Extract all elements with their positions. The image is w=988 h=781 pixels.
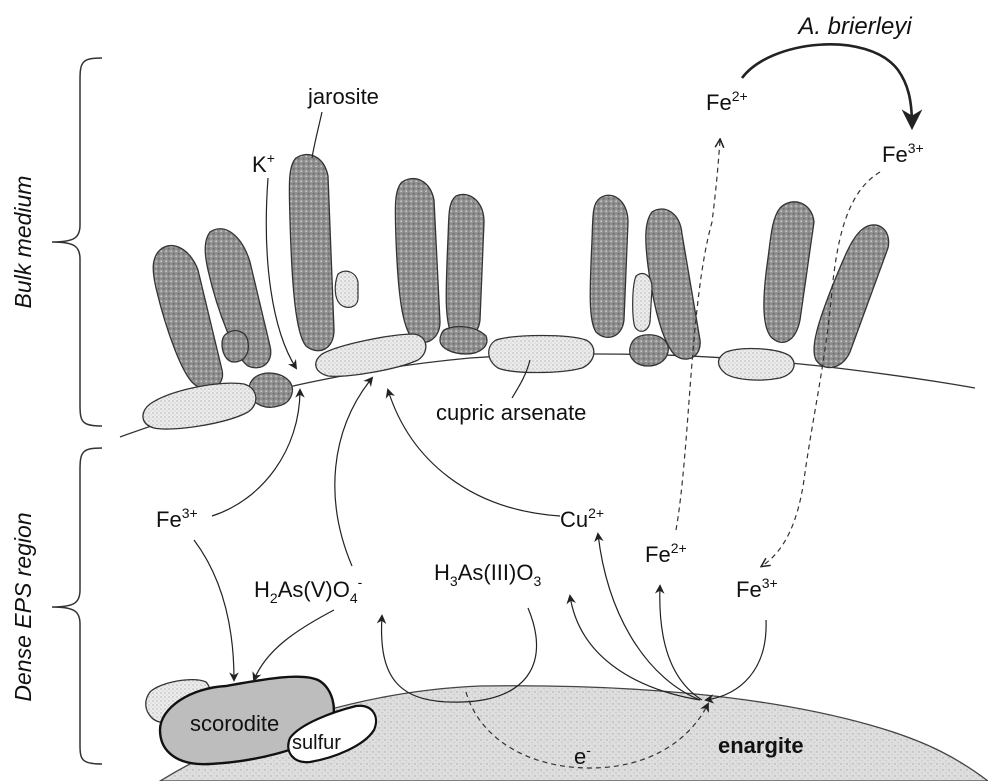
- arrow-arsenate-to-surface: [335, 378, 372, 566]
- cupric-arsenate-grain: [143, 383, 256, 429]
- jarosite-crystal: [289, 155, 334, 351]
- jarosite-crystal: [222, 331, 248, 362]
- jarosite-label: jarosite: [307, 84, 379, 109]
- cupric-arsenate-grains: [143, 334, 794, 723]
- jarosite-crystal: [395, 179, 440, 343]
- enargite-label: enargite: [718, 733, 804, 758]
- fe2-ion-top-label: Fe2+: [706, 88, 748, 115]
- jarosite-crystal: [440, 327, 487, 354]
- cupric-arsenate-label: cupric arsenate: [436, 400, 586, 425]
- cupric-arsenate-grain: [719, 349, 795, 381]
- fe3-ion-low-label: Fe3+: [736, 575, 778, 602]
- cupric-arsenate-grain: [489, 336, 594, 373]
- small-crystal: [633, 274, 652, 332]
- arrow-enargite-to-arsenite: [570, 596, 700, 700]
- fe2-ion-low-label: Fe2+: [645, 540, 687, 567]
- jarosite-crystal: [814, 225, 889, 368]
- cu2-ion-label: Cu2+: [560, 505, 604, 532]
- organism-label: A. brierleyi: [796, 13, 912, 40]
- eps-region-bracket: [52, 448, 102, 764]
- dense-eps-label: Dense EPS region: [10, 512, 36, 701]
- arrow-fe3-to-scorodite: [194, 540, 234, 680]
- arrow-biooxidation: [742, 44, 912, 126]
- jarosite-crystal: [630, 335, 669, 366]
- bulk-medium-label: Bulk medium: [10, 176, 36, 309]
- fe3-ion-left-label: Fe3+: [156, 505, 198, 532]
- arsenite-label: H3As(III)O3: [434, 560, 541, 589]
- scorodite-label: scorodite: [190, 711, 279, 736]
- jarosite-crystal: [590, 195, 628, 337]
- bulk-medium-bracket: [52, 58, 102, 426]
- arrow-fe3-to-enargite: [706, 620, 766, 700]
- k-ion-label: K+: [252, 150, 275, 177]
- fe3-ion-top-label: Fe3+: [882, 140, 924, 167]
- sulfur-label: sulfur: [292, 732, 341, 754]
- jarosite-crystal: [446, 194, 484, 338]
- jarosite-crystal: [764, 202, 814, 342]
- small-crystal: [335, 271, 358, 307]
- arrow-enargite-to-fe2: [660, 586, 702, 700]
- arsenate-label: H2As(V)O4-: [254, 574, 363, 606]
- arrow-jarosite-label: [312, 112, 322, 158]
- arrow-arsenate-to-scorodite: [254, 610, 334, 680]
